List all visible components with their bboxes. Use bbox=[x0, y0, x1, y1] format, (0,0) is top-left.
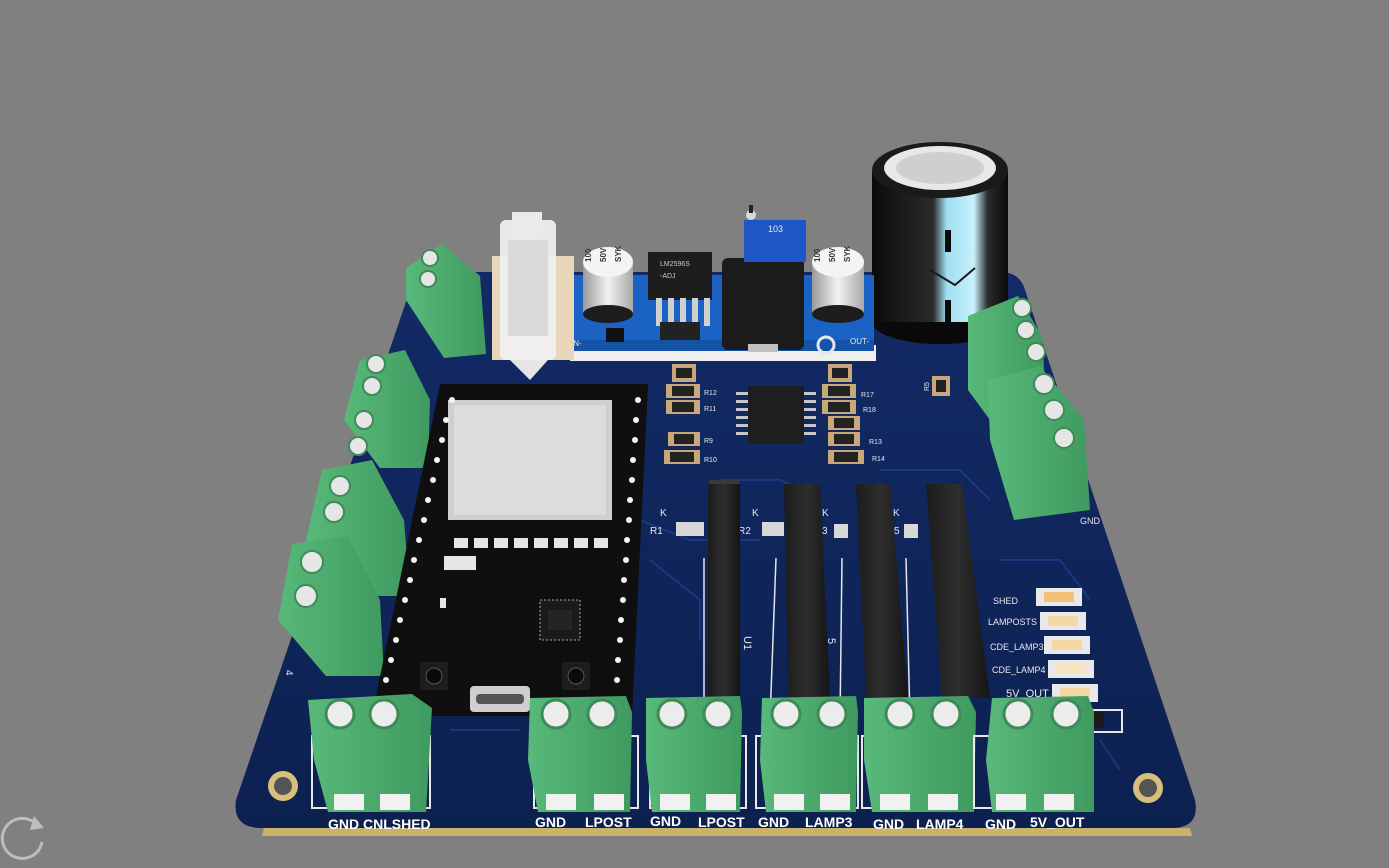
bottom-label-lamp3: LAMP3 bbox=[805, 814, 853, 830]
bottom-silkscreen-labels: GND CNLSHED GND LPOST GND LPOST GND LAMP… bbox=[328, 813, 1085, 832]
terminal-block-bottom-5 bbox=[861, 696, 976, 812]
smd-resistors: R12 R11 R9 R10 R17 R18 R13 R14 R5 bbox=[664, 364, 950, 464]
reload-icon[interactable] bbox=[0, 808, 48, 863]
terminal-block-right: GND bbox=[968, 296, 1101, 526]
cap-left-text-1: 100 bbox=[584, 248, 593, 262]
terminal-block-top-left bbox=[406, 244, 486, 358]
led-label-cde-lamp3: CDE_LAMP3 bbox=[990, 642, 1044, 652]
esp32-module bbox=[372, 384, 648, 716]
bottom-label-gnd-1: GND bbox=[328, 816, 359, 832]
relay-1 bbox=[708, 480, 740, 698]
label-r13: R13 bbox=[869, 439, 882, 446]
bottom-label-lpost-2: LPOST bbox=[698, 814, 745, 830]
terminal-block-bottom-3 bbox=[646, 696, 747, 812]
regulator-text-1: LM2596S bbox=[660, 261, 690, 268]
bottom-label-gnd-6: GND bbox=[985, 816, 1016, 832]
relay-4 bbox=[926, 484, 990, 698]
bottom-label-lpost-1: LPOST bbox=[585, 814, 632, 830]
relay-label-u1: U1 bbox=[741, 636, 753, 650]
led-label-lamposts: LAMPOSTS bbox=[988, 617, 1037, 627]
regulator-text-2: -ADJ bbox=[660, 273, 676, 280]
label-r3: 3 bbox=[822, 526, 828, 537]
fuse-holder bbox=[492, 212, 574, 380]
relay-drivers: K K K K R1 R2 3 5 bbox=[650, 508, 918, 721]
terminal-block-bottom-1 bbox=[308, 694, 432, 812]
label-r5b: 5 bbox=[894, 526, 900, 537]
bottom-label-gnd-3: GND bbox=[650, 813, 681, 829]
label-r5: R5 bbox=[924, 382, 931, 391]
label-r1: R1 bbox=[650, 526, 663, 537]
label-r11: R11 bbox=[704, 406, 716, 413]
label-r12: R12 bbox=[704, 390, 717, 397]
led-label-5v-out: 5V_OUT bbox=[1006, 688, 1049, 700]
side-label-4: 4 bbox=[283, 670, 294, 676]
bottom-label-cnlshed: CNLSHED bbox=[363, 816, 431, 832]
terminal-block-bottom-2 bbox=[528, 696, 639, 812]
right-terminal-label: GND bbox=[1080, 516, 1101, 526]
buck-converter-module: LM2596S -ADJ 103 100 50V SYK bbox=[570, 205, 876, 361]
converter-out-label: OUT- bbox=[850, 337, 869, 346]
terminal-block-bottom-6 bbox=[973, 696, 1094, 812]
cap-left-text-2: 50V bbox=[599, 247, 608, 262]
label-r2: R2 bbox=[738, 526, 751, 537]
cap-right-text-3: SYK bbox=[843, 245, 852, 262]
terminal-block-left-1 bbox=[344, 350, 430, 468]
cap-left-text-3: SYK bbox=[614, 245, 623, 262]
bottom-label-gnd-5: GND bbox=[873, 816, 904, 832]
bottom-label-5v-out: 5V_OUT bbox=[1030, 814, 1085, 830]
reload-icon-graphic bbox=[0, 816, 44, 860]
relay-label-5: 5 bbox=[825, 638, 837, 644]
led-label-cde-lamp4: CDE_LAMP4 bbox=[992, 665, 1046, 675]
cap-right-text-1: 100 bbox=[813, 248, 822, 262]
label-k-4: K bbox=[893, 508, 900, 519]
logic-ic bbox=[736, 386, 816, 444]
bottom-label-gnd-2: GND bbox=[535, 814, 566, 830]
label-k-3: K bbox=[822, 508, 829, 519]
led-label-shed: SHED bbox=[993, 596, 1019, 606]
label-r17: R17 bbox=[861, 392, 874, 399]
bottom-label-lamp4: LAMP4 bbox=[916, 816, 964, 832]
trimpot-label: 103 bbox=[768, 224, 783, 234]
label-k-2: K bbox=[752, 508, 759, 519]
label-r18: R18 bbox=[863, 407, 876, 414]
converter-input-capacitor: 100 50V SYK bbox=[583, 245, 633, 323]
converter-output-capacitor: 100 50V SYK bbox=[812, 245, 864, 323]
bottom-label-gnd-4: GND bbox=[758, 814, 789, 830]
converter-in-label: IN- bbox=[571, 339, 582, 348]
label-r10: R10 bbox=[704, 457, 717, 464]
terminal-block-bottom-4 bbox=[755, 696, 859, 812]
label-k-1: K bbox=[660, 508, 667, 519]
relay-3 bbox=[856, 484, 908, 698]
relay-2 bbox=[784, 484, 830, 698]
cap-right-text-2: 50V bbox=[828, 247, 837, 262]
label-r14: R14 bbox=[872, 456, 885, 463]
terminal-block-left-3 bbox=[278, 536, 384, 676]
label-r9: R9 bbox=[704, 438, 713, 445]
